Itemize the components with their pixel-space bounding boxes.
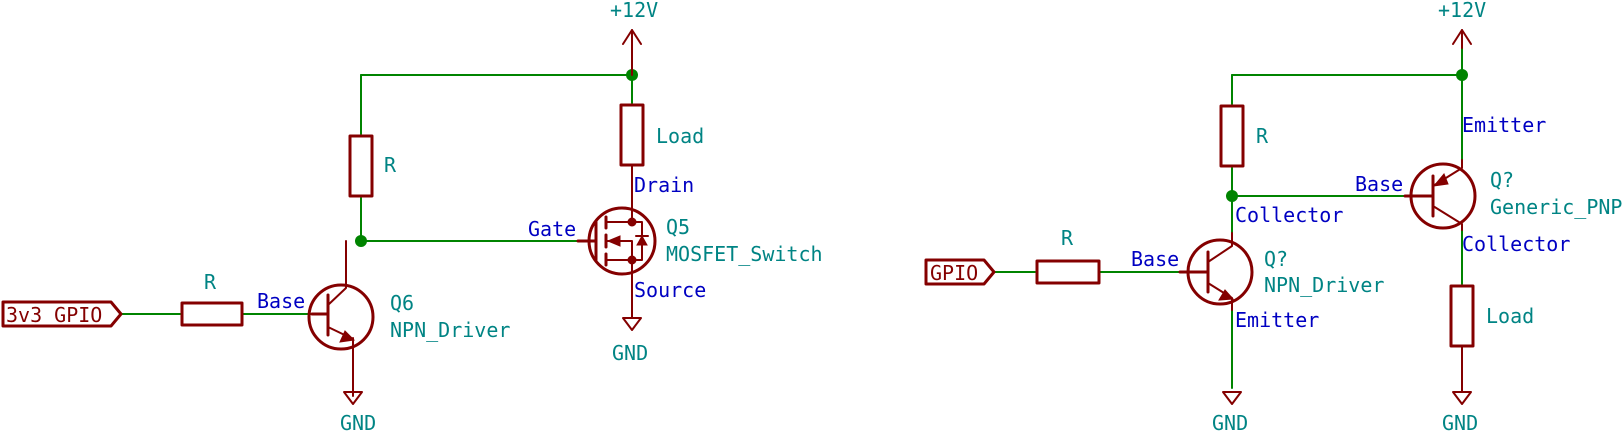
pin-label-base: Base [1355,172,1403,196]
part-value: Generic_PNP [1490,195,1622,219]
resistor-right-base: R [1035,226,1101,285]
gnd-label: GND [340,411,376,435]
gnd-symbol-load: GND [1442,391,1478,435]
left-wires [119,45,633,315]
resistor-ref: R [1256,124,1269,148]
load-right: Load [1449,284,1534,393]
mosfet-q5: Gate Drain Source Q5 MOSFET_Switch [528,164,823,302]
part-value: NPN_Driver [390,318,510,342]
left-circuit: 3v3_GPIO R R Base Q6 NPN_Driver [1,0,823,435]
gnd-symbol-npn: GND [1212,391,1248,435]
power-symbol-12v-right: +12V [1438,0,1486,49]
resistor-ref: R [204,270,217,294]
part-ref: Q6 [390,291,414,315]
gnd-label: GND [1442,411,1478,435]
global-label-3v3-gpio: 3v3_GPIO [1,300,123,328]
power-label: +12V [1438,0,1486,22]
pnp-transistor: Base Emitter Collector Q? Generic_PNP [1355,113,1622,256]
resistor-left-pullup: R [348,134,397,198]
load-label: Load [656,124,704,148]
part-value: NPN_Driver [1264,273,1384,297]
gnd-symbol-q6: GND [340,337,376,435]
pin-label-collector: Collector [1235,203,1343,227]
right-wires [992,45,1463,389]
junction-dot [355,235,367,247]
part-ref: Q? [1490,168,1514,192]
label-text: GPIO [930,261,978,285]
label-text: 3v3_GPIO [6,303,102,327]
load-label: Load [1486,304,1534,328]
gnd-symbol-q5: GND [612,291,648,365]
load-left: Load [619,103,704,167]
part-ref: Q? [1264,247,1288,271]
pin-label-gate: Gate [528,217,576,241]
power-symbol-12v-left: +12V [610,0,658,76]
npn-transistor-q6: Base Q6 NPN_Driver [257,240,510,397]
pin-label-drain: Drain [634,173,694,197]
resistor-right-pullup: R [1219,104,1269,168]
resistor-left-base: R [180,270,244,327]
pin-label-emitter: Emitter [1462,113,1546,137]
npn-transistor-driver: Base Collector Emitter Q? NPN_Driver [1131,203,1384,332]
power-label: +12V [610,0,658,22]
pin-label-emitter: Emitter [1235,308,1319,332]
gnd-label: GND [1212,411,1248,435]
junction-dot [1456,69,1468,81]
pin-label-source: Source [634,278,706,302]
gnd-label: GND [612,341,648,365]
pin-label-base: Base [1131,247,1179,271]
resistor-ref: R [384,153,397,177]
pin-label-base: Base [257,289,305,313]
right-circuit: GPIO R R Base Collector Emitter Q? NPN_D… [924,0,1622,435]
pin-label-collector: Collector [1462,232,1570,256]
part-ref: Q5 [666,215,690,239]
global-label-gpio: GPIO [924,258,996,286]
part-value: MOSFET_Switch [666,242,823,266]
junction-dot [1226,190,1238,202]
resistor-ref: R [1061,226,1074,250]
